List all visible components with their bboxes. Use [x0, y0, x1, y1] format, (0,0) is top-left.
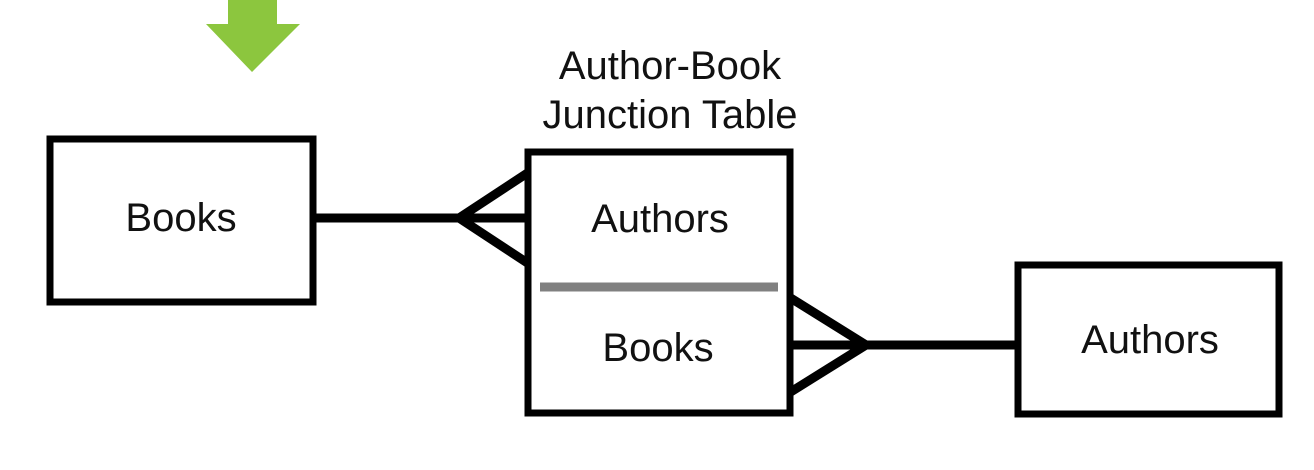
green-down-arrow-icon	[206, 0, 300, 72]
junction-table-title-line-2: Junction Table	[543, 93, 798, 137]
entity-authors-right-box[interactable]	[1014, 261, 1283, 418]
entity-authors-right-label: Authors	[1081, 318, 1219, 362]
junction-row-authors-label: Authors	[591, 197, 729, 241]
entity-books-left[interactable]: Books	[46, 135, 317, 306]
entity-books-left-label: Books	[125, 196, 236, 240]
relationship-books-to-junction	[313, 166, 535, 270]
junction-table-title-line-1: Author-Book	[559, 44, 782, 88]
relationship-junction-to-authors	[786, 293, 1022, 397]
entity-junction-table[interactable]: Authors Books	[524, 148, 794, 417]
junction-row-books-label: Books	[602, 326, 713, 370]
junction-table-title: Author-Book Junction Table	[543, 44, 798, 137]
entity-books-left-box[interactable]	[46, 135, 317, 306]
entity-authors-right[interactable]: Authors	[1014, 261, 1283, 418]
